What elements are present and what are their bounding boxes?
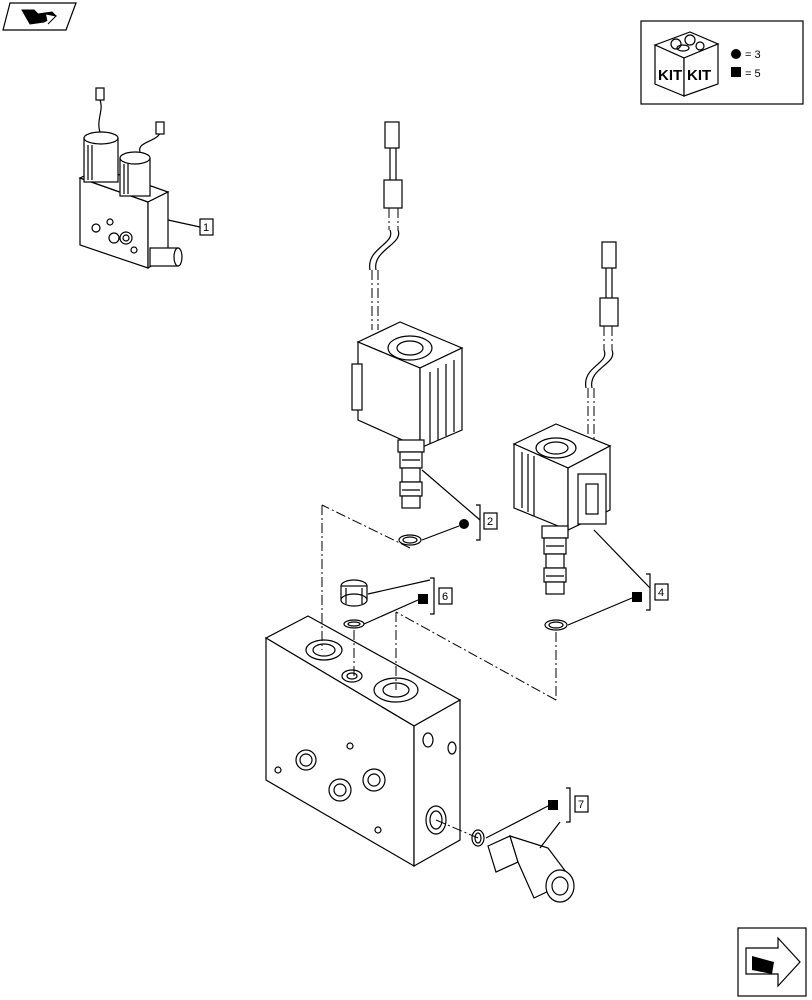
circle-quantity: = 3 [745,49,761,61]
valve-assembly-overview [78,87,201,270]
main-valve-block [264,615,462,868]
filled-square-icon [548,800,558,810]
kit-legend: KIT KIT = 3 = 5 [640,20,804,105]
filled-square-icon [632,592,642,602]
solenoid-valve-item-2 [351,121,481,546]
plug-item-6 [340,577,435,629]
kit-label-right: KIT [687,67,711,84]
callout-4: 4 [654,583,669,601]
callout-1: 1 [199,218,214,236]
callout-2: 2 [483,512,498,530]
callout-4-label: 4 [658,587,664,599]
callout-6: 6 [438,587,453,605]
callout-6-label: 6 [442,591,448,603]
kit-box-icon: KIT KIT [653,31,720,97]
callout-2-label: 2 [487,516,493,528]
filled-circle-icon [731,49,741,59]
filled-square-icon [418,594,428,604]
filled-square-icon [731,67,741,77]
filled-circle-icon [459,519,469,529]
book-arrow-icon[interactable] [2,2,77,31]
cartridge-item-7 [471,787,575,903]
callout-1-label: 1 [203,222,209,234]
callout-7-label: 7 [578,799,584,811]
kit-label-left: KIT [658,67,682,84]
next-page-arrow-icon[interactable] [737,927,807,997]
callout-7: 7 [574,795,589,813]
solenoid-valve-item-4 [512,241,651,631]
assembly-lines [321,504,557,839]
square-quantity: = 5 [745,68,761,80]
